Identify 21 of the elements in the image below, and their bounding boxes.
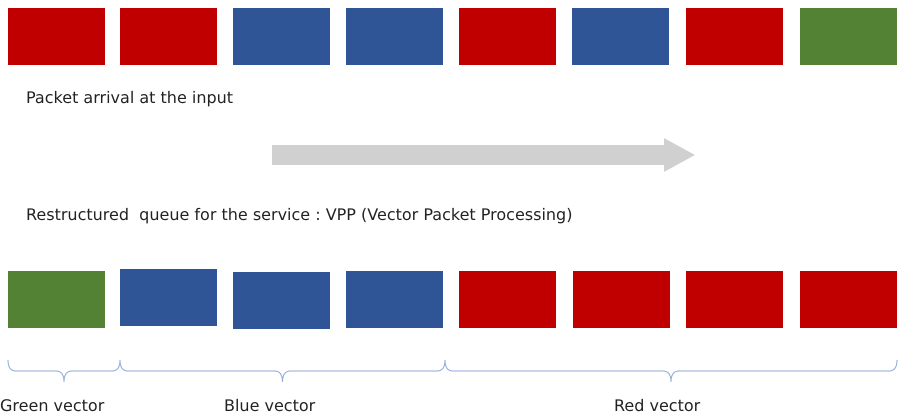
packet-block <box>573 271 670 328</box>
packet-block <box>346 271 443 328</box>
caption-text: Packet arrival at the input <box>26 88 234 107</box>
packet-block <box>572 8 669 65</box>
packet-block <box>233 8 330 65</box>
packet-block <box>120 269 217 326</box>
packet-block <box>800 8 897 65</box>
caption-text: Restructured queue for the service : VPP (Vector Packet Processing) <box>26 205 572 224</box>
packet-block <box>8 8 105 65</box>
packet-block <box>686 271 783 328</box>
packet-block <box>800 271 897 328</box>
packet-block <box>8 271 105 328</box>
group-label: Green vector <box>0 396 104 415</box>
packet-block <box>120 8 217 65</box>
packet-block <box>686 8 783 65</box>
group-label: Blue vector <box>224 396 316 415</box>
packet-block <box>233 272 330 329</box>
packet-block <box>346 8 443 65</box>
group-label: Red vector <box>614 396 700 415</box>
packet-block <box>459 8 556 65</box>
packet-block <box>459 271 556 328</box>
